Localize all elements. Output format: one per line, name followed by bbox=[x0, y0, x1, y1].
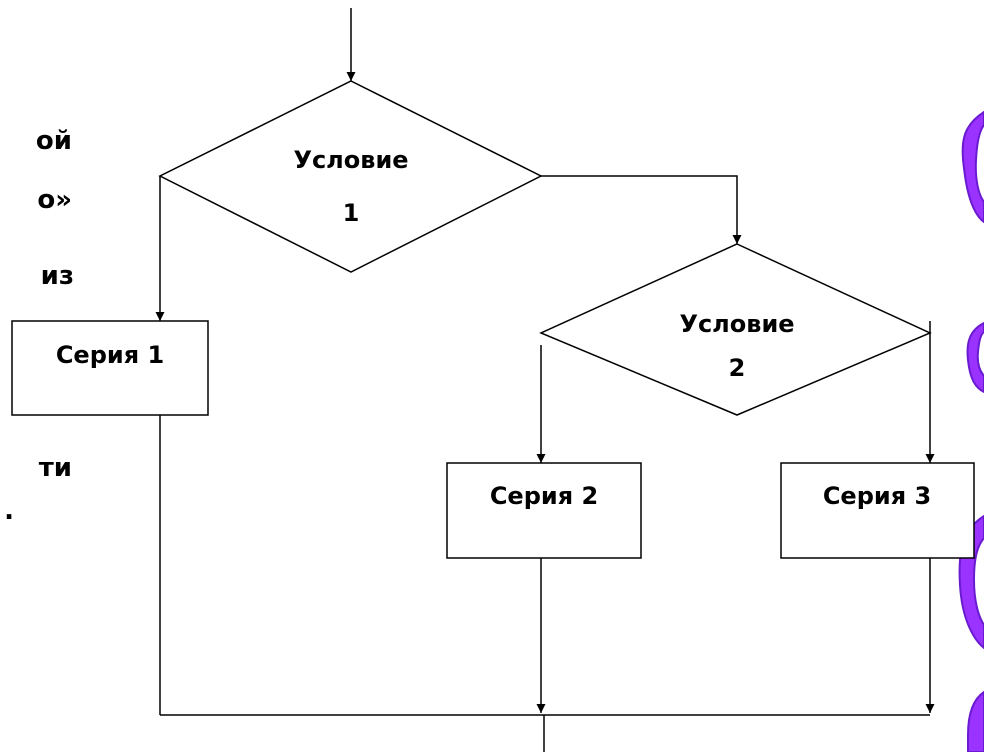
left-text-fragment-4: ти bbox=[38, 453, 72, 483]
left-text-fragment-3: из bbox=[40, 261, 74, 291]
series-2-label: Серия 2 bbox=[490, 482, 598, 510]
condition-1-label-line1: Условие bbox=[293, 146, 408, 174]
condition-1-label-line2: 1 bbox=[343, 199, 360, 227]
series-3-label: Серия 3 bbox=[823, 482, 931, 510]
series-3-box bbox=[780, 462, 975, 559]
left-text-fragment-5: . bbox=[4, 496, 14, 526]
condition-2-diamond bbox=[539, 243, 932, 416]
series-2-box bbox=[446, 462, 642, 559]
series-1-box bbox=[11, 320, 209, 416]
left-text-fragment-2: о» bbox=[37, 185, 72, 215]
left-text-fragment-1: ой bbox=[35, 126, 72, 156]
purple-bracket-decoration bbox=[958, 110, 984, 752]
series-1-label: Серия 1 bbox=[56, 341, 164, 369]
condition-1-diamond bbox=[158, 80, 543, 273]
condition-2-label-line2: 2 bbox=[729, 354, 746, 382]
condition-2-label-line1: Условие bbox=[679, 310, 794, 338]
branch-right-line bbox=[541, 175, 742, 244]
